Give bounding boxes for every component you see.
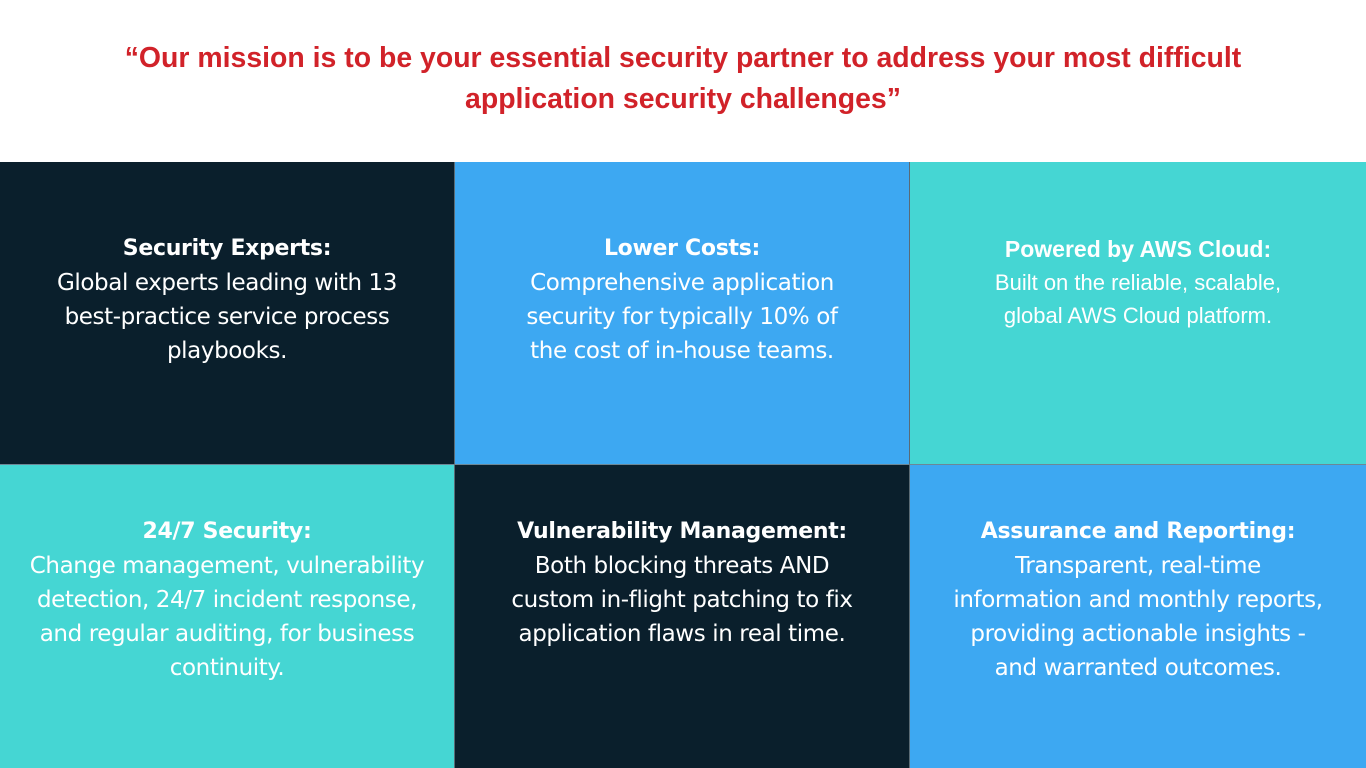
tile-security-experts: Security Experts: Global experts leading… bbox=[0, 162, 455, 465]
tile-body: Global experts leading with 13 best-prac… bbox=[56, 270, 398, 364]
tile-title: Vulnerability Management: bbox=[517, 519, 847, 544]
tile-assurance-reporting: Assurance and Reporting: Transparent, re… bbox=[910, 465, 1366, 768]
tile-body: Built on the reliable, scalable, global … bbox=[994, 270, 1282, 328]
tile-title: Lower Costs: bbox=[603, 236, 761, 261]
tile-title: Assurance and Reporting: bbox=[980, 519, 1296, 544]
feature-grid: Security Experts: Global experts leading… bbox=[0, 162, 1366, 768]
tile-lower-costs: Lower Costs: Comprehensive application s… bbox=[455, 162, 910, 465]
tile-title: 24/7 Security: bbox=[142, 519, 312, 544]
tile-24-7-security: 24/7 Security: Change management, vulner… bbox=[0, 465, 455, 768]
tile-body: Comprehensive application security for t… bbox=[526, 270, 838, 364]
tile-powered-by-aws: Powered by AWS Cloud: Built on the relia… bbox=[910, 162, 1366, 465]
tile-title: Security Experts: bbox=[122, 236, 332, 261]
tile-body: Both blocking threats AND custom in-flig… bbox=[511, 553, 853, 647]
tile-body: Transparent, real-time information and m… bbox=[953, 553, 1323, 681]
tile-body: Change management, vulnerability detecti… bbox=[29, 553, 425, 681]
tile-title: Powered by AWS Cloud: bbox=[1004, 236, 1272, 262]
tile-vulnerability-management: Vulnerability Management: Both blocking … bbox=[455, 465, 910, 768]
mission-header: “Our mission is to be your essential sec… bbox=[0, 0, 1366, 162]
mission-statement: “Our mission is to be your essential sec… bbox=[124, 42, 1242, 115]
